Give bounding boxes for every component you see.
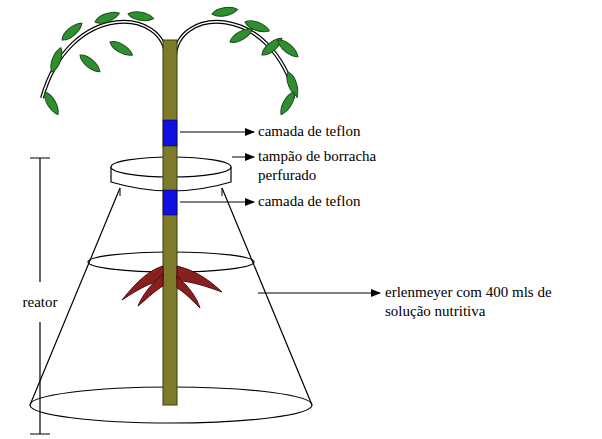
teflon-layer xyxy=(163,190,177,215)
leaf xyxy=(244,18,271,35)
bracket-label: reator xyxy=(23,293,58,312)
leaf xyxy=(211,5,238,18)
callout-label: tampão de borracha perfurado xyxy=(258,147,408,185)
leaf xyxy=(48,46,65,73)
leaf xyxy=(41,90,61,117)
leaf xyxy=(275,37,300,60)
leaf xyxy=(127,10,154,23)
teflon-layer xyxy=(163,120,177,146)
leader-arrow xyxy=(258,293,380,294)
callout-label: camada de teflon xyxy=(258,122,438,141)
stem xyxy=(163,40,177,405)
leaf xyxy=(108,38,135,58)
callout-label: camada de teflon xyxy=(258,192,438,211)
callout-label: erlenmeyer com 400 mls de solução nutrit… xyxy=(385,283,595,321)
leader-arrow xyxy=(232,157,254,158)
leaf xyxy=(94,9,121,26)
leaf xyxy=(277,90,297,117)
leader-arrow xyxy=(180,132,254,133)
roots xyxy=(122,266,222,308)
leader-arrow xyxy=(180,202,254,203)
leaf xyxy=(59,20,84,43)
leaf xyxy=(77,52,102,75)
